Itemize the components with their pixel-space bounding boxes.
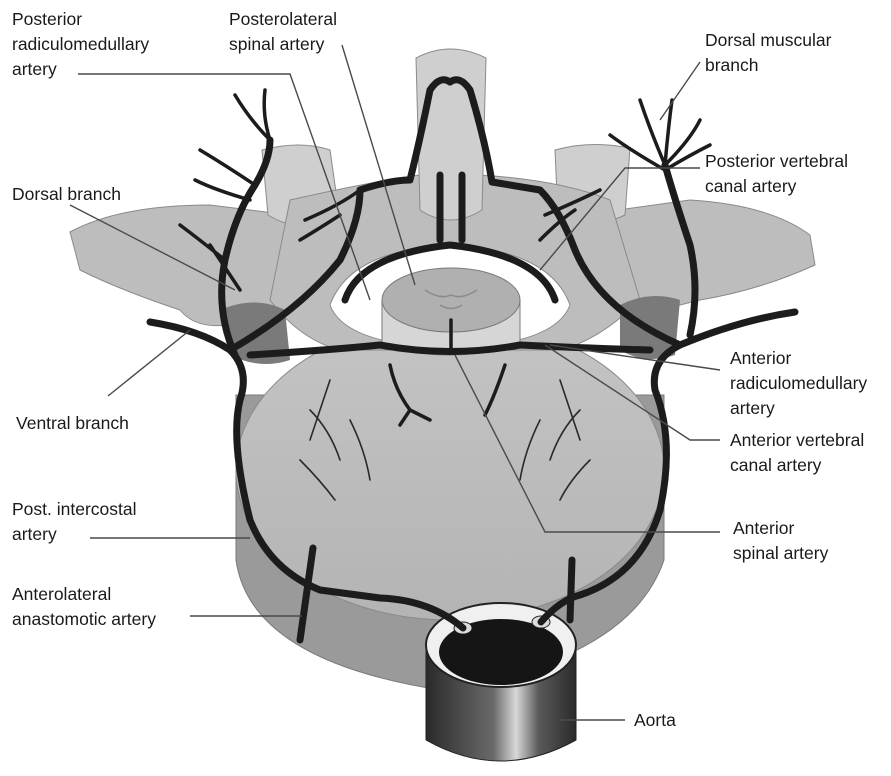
label-post-intercostal: Post. intercostal artery <box>12 499 141 544</box>
label-aorta: Aorta <box>634 710 676 730</box>
label-posterolateral-spinal: Posterolateral spinal artery <box>229 9 342 54</box>
label-posterior-radiculomedullary: Posterior radiculomedullary artery <box>12 9 154 79</box>
right-anterolateral-anastomotic <box>570 560 572 620</box>
leader-dorsal-muscular <box>660 62 700 120</box>
label-posterior-vertebral-canal: Posterior vertebral canal artery <box>705 151 853 196</box>
label-anterior-spinal: Anterior spinal artery <box>733 518 829 563</box>
leader-ventral-branch <box>108 330 190 396</box>
aorta <box>426 603 576 761</box>
vertebral-body-top <box>236 320 664 620</box>
vertebra-bone <box>70 49 815 690</box>
label-ventral-branch: Ventral branch <box>16 413 129 433</box>
label-dorsal-branch: Dorsal branch <box>12 184 121 204</box>
label-anterolateral-anastomotic: Anterolateral anastomotic artery <box>12 584 156 629</box>
spinous-process <box>416 49 486 220</box>
label-anterior-vertebral-canal: Anterior vertebral canal artery <box>730 430 869 475</box>
label-anterior-radiculomedullary: Anterior radiculomedullary artery <box>730 348 872 418</box>
label-dorsal-muscular: Dorsal muscular branch <box>705 30 836 75</box>
